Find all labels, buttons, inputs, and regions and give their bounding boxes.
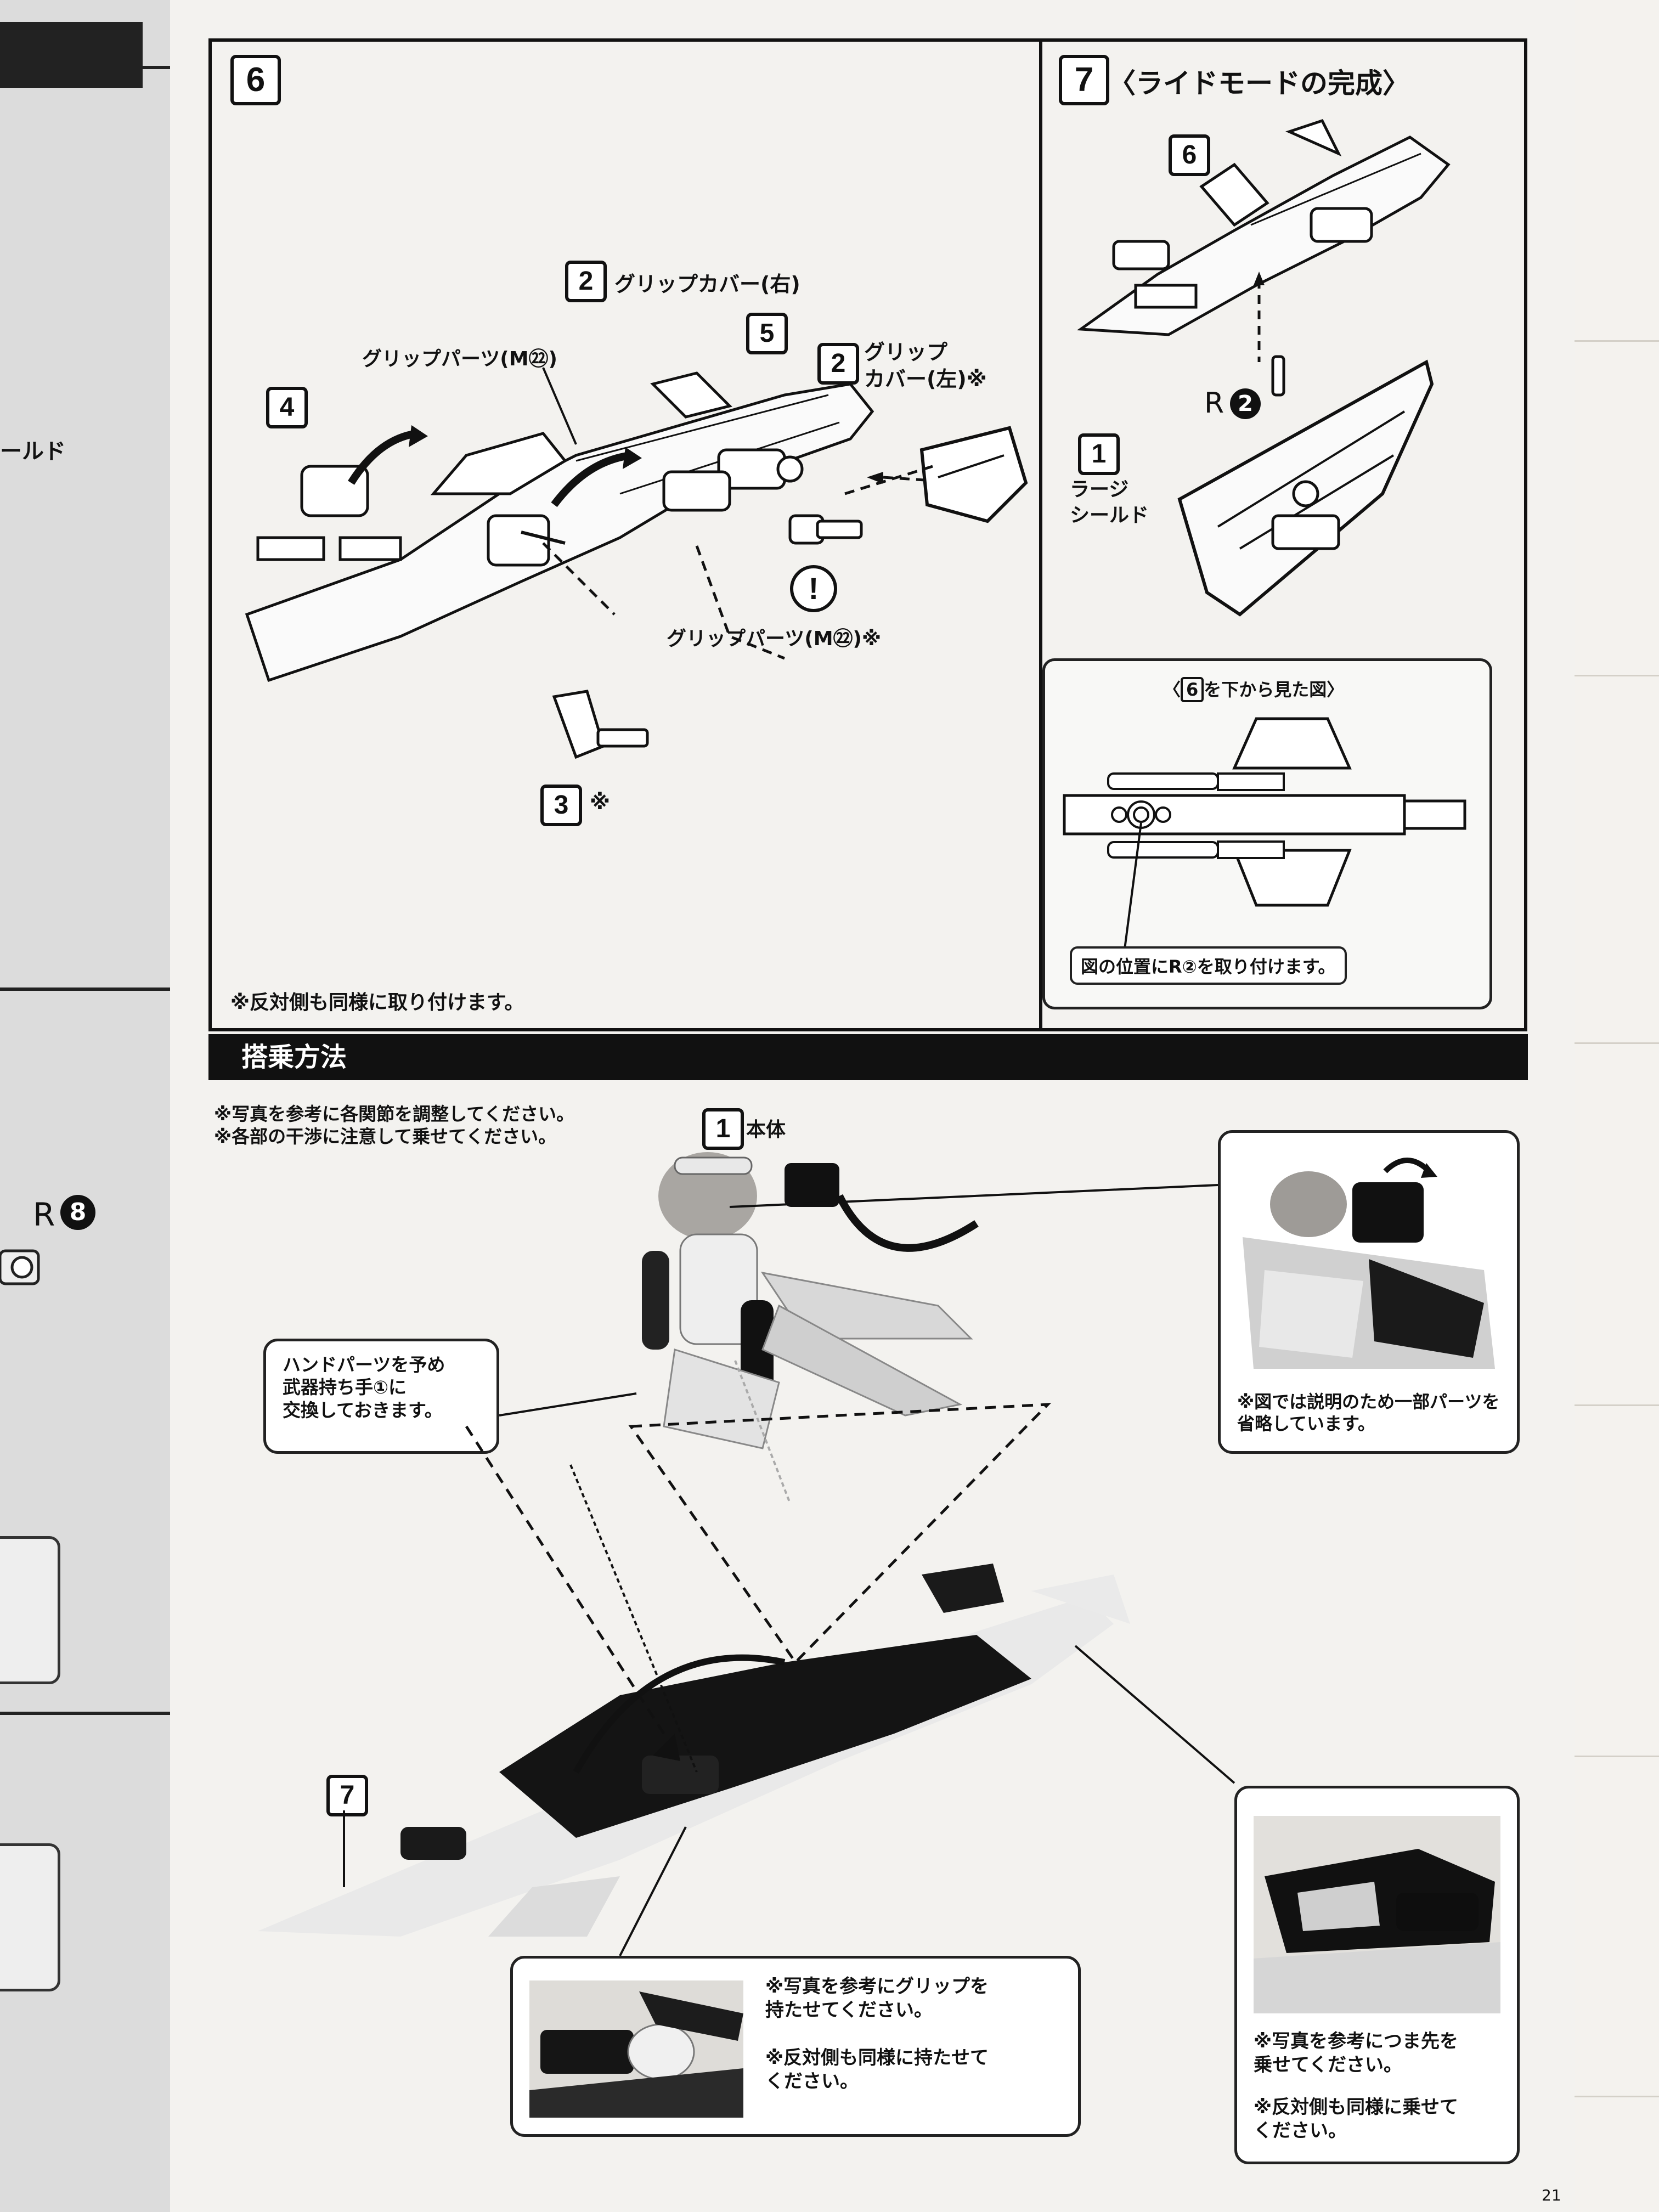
bottom-view-title-num: 6 (1181, 677, 1204, 702)
grip-parts-m22b-label: グリップパーツ(M㉒)※ (667, 628, 882, 650)
hand-parts-note: ハンドパーツを予め 武器持ち手①に 交換しておきます。 (283, 1354, 445, 1421)
toe-photo (1254, 1816, 1500, 2013)
riding-notes: ※写真を参考に各関節を調整してください。 ※各部の干渉に注意して乗せてください。 (214, 1103, 575, 1148)
grip-callout: ※写真を参考にグリップを 持たせてください。 ※反対側も同様に持たせて ください… (510, 1956, 1081, 2137)
grip-cover-right-label: グリップカバー(右) (614, 272, 800, 296)
grip-cover-left-drawing (919, 426, 1028, 523)
runner-part-drawing (0, 1249, 40, 1285)
bike-photo (258, 1564, 1130, 1937)
grip-part-m22-drawing (788, 514, 863, 545)
divider (0, 66, 181, 69)
wall-line (1569, 2096, 1659, 2097)
inset-photo-top: ※図では説明のため一部パーツを 省略しています。 (1218, 1130, 1520, 1454)
dashed-guides (465, 1403, 1052, 1773)
grip-note-2: ※反対側も同様に持たせて ください。 (765, 2047, 989, 2092)
previous-page: ールド R 8 (0, 0, 181, 2212)
wall-line (1569, 1042, 1659, 1044)
step-6-bike-drawing (245, 371, 966, 682)
bottom-view-drawing (1063, 717, 1466, 950)
bottom-view-title-prefix: 〈 (1163, 679, 1181, 700)
step-6-note: ※反対側も同様に取り付けます。 (230, 991, 524, 1014)
step-7-number: 7 (1059, 55, 1109, 105)
part-2-number: 2 (565, 261, 607, 302)
r8-number-badge: 8 (60, 1195, 95, 1230)
part-3-number: 3 (540, 785, 582, 826)
wall-line (1569, 1404, 1659, 1406)
page-number: 21 (1542, 2186, 1561, 2204)
bottom-view-note-box: 図の位置にR②を取り付けます。 (1070, 946, 1347, 985)
part-3-mark: ※ (590, 790, 610, 814)
previous-page-header-bar (0, 22, 143, 88)
divider (0, 988, 181, 991)
bottom-view-title-suffix: を下から見た図〉 (1204, 679, 1345, 700)
r8-letter: R (33, 1196, 55, 1233)
r2-letter: R (1204, 387, 1224, 420)
previous-page-box (0, 1843, 60, 1991)
riding-heading: 搭乗方法 (208, 1034, 1528, 1080)
hand-parts-callout: ハンドパーツを予め 武器持ち手①に 交換しておきます。 (263, 1339, 499, 1454)
leader-line (343, 1810, 345, 1887)
large-shield-label: ラージ シールド (1070, 478, 1149, 527)
leader-line (499, 1392, 637, 1417)
leader-line (619, 1826, 687, 1956)
step-7-panel (1039, 38, 1527, 1031)
previous-page-box (0, 1536, 60, 1684)
inset-top-photo-content (1243, 1158, 1495, 1369)
leader-line (542, 367, 577, 445)
toe-callout: ※写真を参考につま先を 乗せてください。 ※反対側も同様に乗せて ください。 (1234, 1786, 1520, 2164)
grip-photo (529, 1980, 743, 2118)
wall-line (1569, 1756, 1659, 1757)
background-wall (1569, 0, 1659, 2212)
r2-number-badge: 2 (1230, 388, 1261, 419)
caution-icon: ! (790, 565, 837, 612)
part-1-number: 1 (1078, 433, 1120, 475)
instruction-page: 6 (170, 0, 1575, 2212)
previous-page-text: ールド (0, 439, 66, 464)
wall-line (1569, 675, 1659, 676)
part-5-number: 5 (746, 313, 788, 354)
part-6-number: 6 (1169, 134, 1210, 176)
step-7-title: 〈ライドモードの完成〉 (1108, 67, 1410, 99)
part-7-number: 7 (326, 1775, 368, 1816)
toe-note-2: ※反対側も同様に乗せて ください。 (1254, 2096, 1459, 2142)
part-4-number: 4 (266, 387, 308, 428)
leader-line (1074, 1645, 1235, 1784)
grip-note-1: ※写真を参考にグリップを 持たせてください。 (765, 1976, 989, 2021)
large-shield-drawing (1177, 359, 1434, 617)
wall-line (1569, 340, 1659, 342)
pin-part-drawing (1271, 355, 1285, 397)
toe-note-1: ※写真を参考につま先を 乗せてください。 (1254, 2030, 1459, 2076)
body-part-1-number: 1 (702, 1108, 744, 1150)
inset-top-note: ※図では説明のため一部パーツを 省略しています。 (1237, 1391, 1500, 1434)
divider (0, 1712, 181, 1715)
dashed-arrow (844, 465, 933, 495)
step-6-number: 6 (230, 55, 281, 105)
part-2-left-number: 2 (817, 343, 859, 385)
bottom-view-note: 図の位置にR②を取り付けます。 (1081, 956, 1336, 977)
leader-line (729, 1184, 1218, 1208)
grip-parts-m22-label: グリップパーツ(M㉒) (362, 348, 558, 370)
ride-mode-bike-drawing (1076, 119, 1451, 362)
body-label: 本体 (746, 1119, 786, 1141)
grip-cover-left-label: グリップ カバー(左)※ (864, 340, 987, 392)
part-3-drawing (552, 690, 649, 759)
